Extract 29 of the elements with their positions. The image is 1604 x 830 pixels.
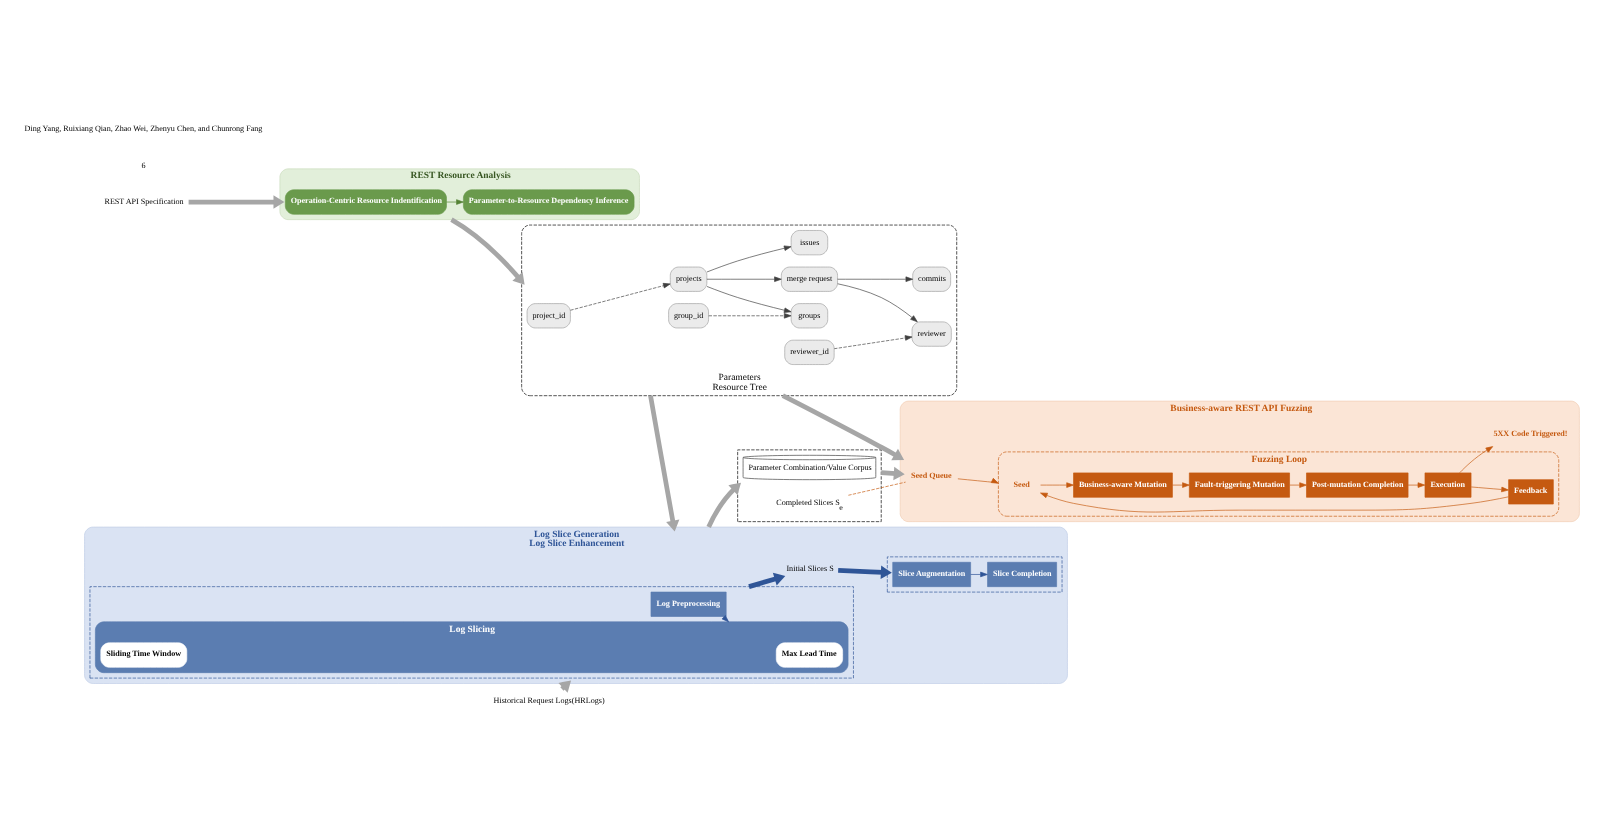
arrow	[833, 335, 913, 350]
arrow	[1407, 482, 1426, 488]
cluster	[89, 586, 854, 679]
arrow	[1470, 486, 1509, 493]
arrow	[706, 482, 741, 529]
arrow	[970, 571, 988, 578]
cluster	[887, 556, 1063, 593]
arrow	[1040, 492, 1509, 513]
arrow	[706, 245, 792, 273]
arrow	[446, 199, 464, 205]
arrow	[570, 283, 671, 311]
arrow	[706, 276, 782, 282]
cluster	[737, 449, 882, 522]
arrow	[188, 195, 285, 209]
arrow	[1172, 482, 1190, 488]
arrow	[1040, 482, 1074, 488]
arrow	[837, 276, 913, 282]
arrow	[1289, 482, 1307, 488]
connector	[848, 481, 906, 496]
arrow	[706, 286, 792, 313]
arrow	[837, 283, 918, 323]
arrow	[1459, 446, 1494, 474]
arrow	[781, 393, 905, 461]
arrow	[708, 313, 792, 319]
arrow	[838, 565, 892, 579]
arrow	[648, 395, 680, 532]
arrow	[450, 217, 525, 285]
arrow	[957, 477, 999, 484]
arrow	[748, 572, 786, 589]
